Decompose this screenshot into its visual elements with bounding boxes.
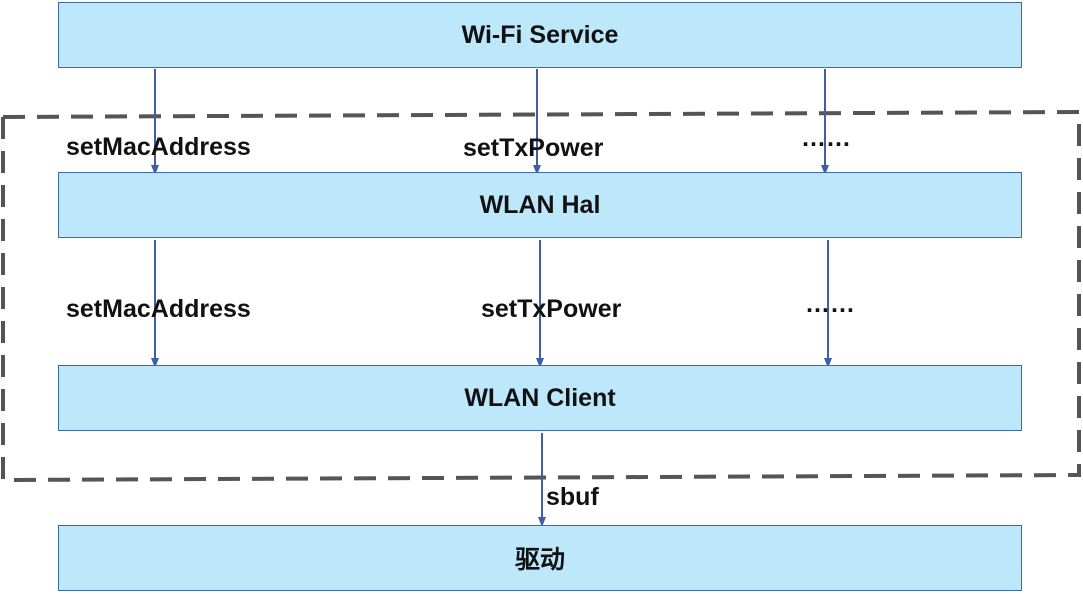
layer-driver: 驱动 bbox=[58, 525, 1022, 591]
edge-label-hal-client-3: …… bbox=[805, 290, 855, 318]
edge-label-hal-client-2: setTxPower bbox=[481, 295, 622, 323]
layer-wifi-service-label: Wi-Fi Service bbox=[461, 20, 619, 49]
edge-label-service-hal-3: …… bbox=[801, 124, 851, 152]
layer-wlan-client: WLAN Client bbox=[58, 365, 1022, 431]
layer-wlan-hal-label: WLAN Hal bbox=[479, 190, 601, 219]
edge-label-service-hal-2: setTxPower bbox=[463, 134, 604, 162]
dashed-group-boundary bbox=[0, 109, 1081, 483]
edge-label-client-driver: sbuf bbox=[546, 483, 599, 511]
edge-label-service-hal-1: setMacAddress bbox=[66, 133, 251, 161]
layer-wifi-service: Wi-Fi Service bbox=[58, 2, 1022, 68]
edge-label-hal-client-1: setMacAddress bbox=[66, 295, 251, 323]
layer-wlan-client-label: WLAN Client bbox=[464, 383, 616, 412]
layer-driver-label: 驱动 bbox=[514, 546, 565, 574]
layer-wlan-hal: WLAN Hal bbox=[58, 172, 1022, 238]
